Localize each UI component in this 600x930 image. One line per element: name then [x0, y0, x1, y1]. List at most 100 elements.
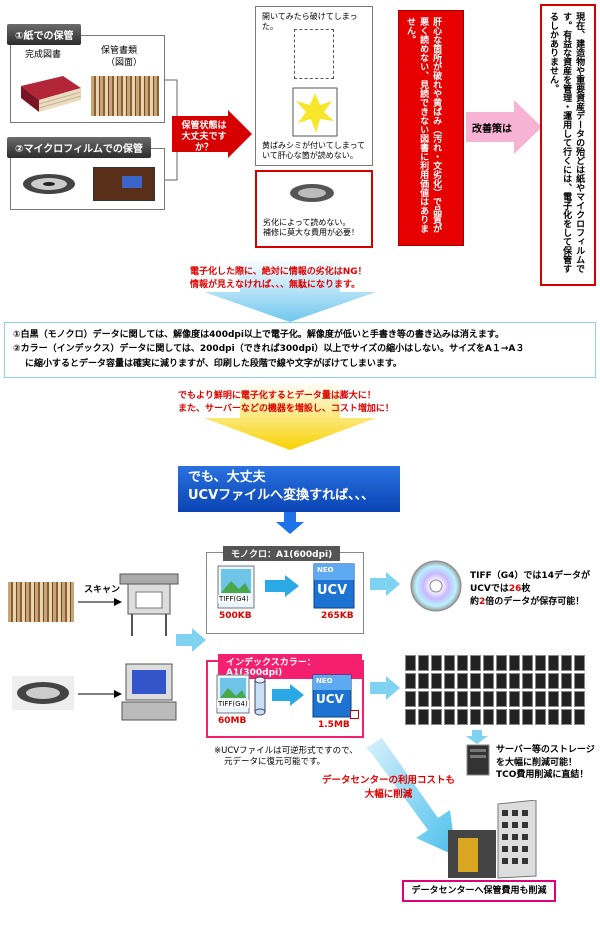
datacenter-cost-text: データセンターの利用コストも 大幅に削減 — [322, 774, 455, 802]
label-stored-docs: 保管書類 — [101, 46, 138, 56]
mono-conversion-box: モノクロ：A1(600dpi) TIFF(G4) 500KB NEO UCV 2… — [206, 546, 364, 634]
info-box: ①白黒（モノクロ）データに関しては、解像度は400dpi以上で電子化。解像度が低… — [4, 322, 596, 378]
question-arrow — [172, 110, 252, 158]
storage-server-icon — [466, 744, 490, 776]
storage-line3: TCO費用削減に直結！ — [496, 770, 589, 781]
solution-vertical-box: 現在、建造物や重要資産データの殆どは紙やマイクロフィルムです。有益な資産を管理・… — [540, 4, 596, 286]
scan-label: スキャン — [84, 585, 121, 595]
damage-caption-stain-2: いて肝心な箇が読めない。 — [262, 151, 358, 160]
cylinder-icon — [254, 676, 266, 716]
reversible-line1: ※UCVファイルは可逆形式ですので、 — [214, 746, 358, 756]
datacenter-diagonal-arrow — [366, 738, 456, 856]
mono-tiff-label: TIFF(G4) — [218, 595, 250, 603]
warning-vertical-text: 肝心な箇所が破れや黄ばみ（汚れ・文劣化）で品質が悪く読めない、見読できない図書に… — [405, 17, 442, 233]
mono-neo-label: NEO — [317, 566, 334, 574]
cd-text: TIFF（G4）では14データが UCVでは26枚 約2倍のデータが保存可能！ — [470, 570, 590, 609]
mono-ucv-size: 265KB — [321, 611, 354, 621]
cd-line2-num: 26 — [508, 584, 522, 595]
color-tiff-label: TIFF(G4) — [217, 700, 249, 708]
mono-ucv-label: UCV — [317, 583, 348, 598]
book-icon — [21, 76, 82, 112]
microfilm-arrow — [78, 690, 122, 698]
color-convert-arrow — [272, 684, 304, 706]
storage-line2: を大幅に削減可能！ — [496, 757, 578, 768]
color-ucv-icon — [312, 674, 352, 718]
mono-convert-arrow — [265, 575, 299, 597]
scan-arrow — [78, 598, 122, 606]
cd-line3-num: 2 — [479, 597, 486, 608]
banner-down-arrow — [276, 512, 304, 534]
improvement-arrow — [466, 100, 542, 154]
damage-caption-stain: 黄ばみシミが付いてしまって いて肝心な箇が読めない。 — [262, 141, 365, 161]
cd-line1: TIFF（G4）では14データが — [470, 571, 590, 581]
cd-line2-a: UCVでは — [470, 584, 509, 595]
stained-drawing-image — [292, 87, 338, 137]
gradient-arrow-1 — [204, 258, 376, 322]
datacenter-building-icon — [448, 800, 537, 879]
damage-caption-torn: 開いてみたら破けてしまった。 — [262, 12, 358, 31]
degraded-caption: 劣化によって読めない。 補修に莫大な費用が必要！ — [263, 218, 359, 238]
cd-icon — [410, 560, 462, 612]
notice1-text: 電子化した際に、絶対に情報の劣化はNG！ 情報が見えなければ、、、無駄になります… — [190, 266, 367, 292]
datacenter-cost-line2: 大幅に削減 — [364, 788, 413, 800]
info-line1: ①白黒（モノクロ）データに関しては、解像度は400dpi以上で電子化。解像度が低… — [13, 330, 505, 340]
scan-documents-image — [8, 582, 74, 622]
color-conversion-box: インデックスカラー：A1(300dpi) TIFF(G4) 60MB NEO U… — [206, 654, 364, 738]
cyan-arrow-color — [370, 676, 400, 700]
label-drawings: （図面） — [106, 58, 143, 68]
label-completed-docs: 完成図書 — [25, 50, 62, 60]
damage-examples-box: 開いてみたら破けてしまった。 黄ばみシミが付いてしまって いて肝心な箇が読めない… — [255, 6, 373, 166]
notice1-line1: 電子化した際に、絶対に情報の劣化はNG！ — [190, 267, 367, 277]
cyan-arrow-mono — [370, 572, 400, 596]
color-ucv-label: UCV — [316, 692, 344, 706]
archive-documents-image — [91, 76, 159, 116]
question-line2: 大丈夫ですか？ — [181, 131, 227, 153]
reversible-line2: 元データに復元可能です。 — [224, 756, 326, 767]
reversible-note: ※UCVファイルは可逆形式ですので、 元データに復元可能です。 — [214, 746, 358, 767]
question-text: 保管状態は 大丈夫ですか？ — [174, 121, 234, 153]
notice2-line1: でもより鮮明に電子化するとデータ量は膨大に！ — [178, 391, 376, 401]
color-tiff-size: 60MB — [218, 716, 247, 726]
color-neo-label: NEO — [316, 677, 333, 685]
panel-paper-storage: ①紙での保管 完成図書 保管書類 （図面） — [7, 24, 165, 123]
small-file-icon — [350, 710, 359, 719]
banner-line1: でも、大丈夫 — [188, 470, 266, 485]
cyan-arrow-left — [176, 628, 206, 652]
storage-down-arrow — [466, 730, 488, 744]
mono-tiff-size: 500KB — [219, 611, 252, 621]
datacenter-box: データセンターへ保管費用も削減 — [402, 880, 556, 902]
storage-text: サーバー等のストレージ を大幅に削減可能！ TCO費用削減に直結！ — [496, 744, 595, 782]
microfilm-reel-bottom-icon — [12, 676, 74, 710]
degraded-caption-1: 劣化によって読めない。 — [263, 218, 351, 227]
microfilm-reader-icon — [121, 663, 177, 721]
ucv-banner: でも、大丈夫 UCVファイルへ変換すれば、、、 — [178, 466, 400, 512]
cd-line2: UCVでは26枚 — [470, 583, 590, 596]
microfilm-card-image — [93, 167, 155, 201]
question-line1: 保管状態は — [181, 121, 227, 131]
server-grid-image — [404, 654, 600, 726]
panel-paper-tag: ①紙での保管 — [7, 24, 82, 45]
solution-vertical-text: 現在、建造物や重要資産データの殆どは紙やマイクロフィルムです。有益な資産を管理・… — [548, 12, 585, 273]
warning-vertical-box: 肝心な箇所が破れや黄ばみ（汚れ・文劣化）で品質が悪く読めない、見読できない図書に… — [398, 10, 464, 246]
scanner-icon — [119, 573, 179, 636]
info-line3: に縮小するとデータ容量は確実に減りますが、印刷した段階で線や文字がぼけてしまいま… — [25, 358, 402, 369]
notice2-line2: また、サーバーなどの機器を増設し、コスト増加に！ — [178, 404, 394, 415]
banner-line2: UCVファイルへ変換すれば、、、 — [188, 487, 375, 503]
color-tiff-icon — [216, 674, 250, 714]
notice2-text: でもより鮮明に電子化するとデータ量は膨大に！ また、サーバーなどの機器を増設し、… — [178, 390, 394, 416]
degraded-reel-icon — [290, 184, 334, 202]
cd-line3-b: 倍のデータが保存可能！ — [485, 597, 585, 608]
film-reel-icon — [23, 174, 75, 194]
info-line2: ②カラー（インデックス）データに関しては、200dpi（できれば300dpi）以… — [13, 344, 525, 355]
panel-microfilm-storage: ②マイクロフィルムでの保管 — [7, 137, 165, 210]
damage-caption-stain-1: 黄ばみシミが付いてしまって — [262, 141, 366, 150]
improvement-label: 改善策は — [472, 124, 512, 135]
torn-drawing-image — [294, 29, 334, 79]
mono-ucv-icon — [313, 563, 355, 609]
color-ucv-size: 1.5MB — [318, 720, 350, 730]
cd-line3: 約2倍のデータが保存可能！ — [470, 596, 590, 609]
cd-line2-b: 枚 — [521, 584, 531, 595]
datacenter-cost-line1: データセンターの利用コストも — [322, 775, 456, 786]
notice1-line2: 情報が見えなければ、、、無駄になります。 — [190, 280, 361, 291]
mono-header: モノクロ：A1(600dpi) — [223, 546, 341, 561]
